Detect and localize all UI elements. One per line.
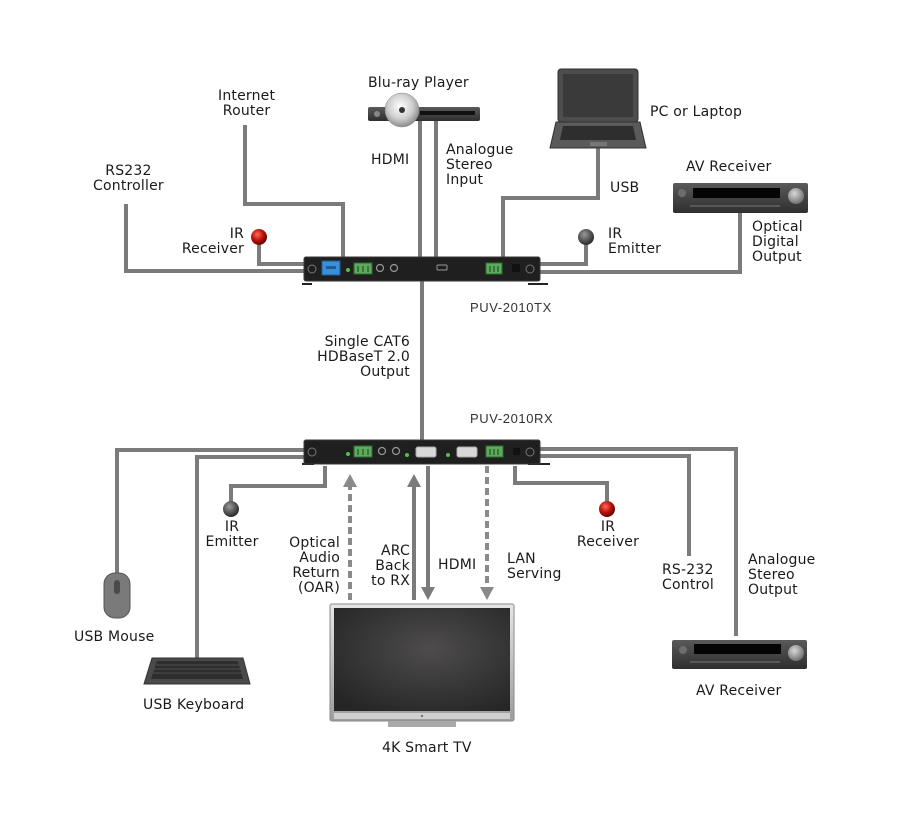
- rs232-controller-label: RS232 Controller: [93, 163, 164, 194]
- rs232-control-label: RS-232 Control: [662, 562, 715, 593]
- rx-ir-receiver-label: IR Receiver: [576, 519, 640, 550]
- tx-ir-receiver-icon: [251, 229, 267, 245]
- cable-internet-router: [243, 125, 345, 262]
- arrowhead-lan: [480, 587, 494, 600]
- rx-ir-receiver-icon: [599, 501, 615, 517]
- pc-laptop-label: PC or Laptop: [650, 104, 743, 120]
- arrowhead-arc: [407, 474, 421, 487]
- arrowhead-oar: [343, 474, 357, 487]
- arrowhead-hdmi: [421, 587, 435, 600]
- rx-av-receiver-icon: [672, 640, 807, 669]
- rx-ir-port[interactable]: [513, 448, 520, 455]
- bluray-player-icon: [368, 92, 480, 128]
- smart-tv-icon: [329, 603, 515, 727]
- transmitter-device[interactable]: [302, 256, 548, 285]
- cable-usb-pc: [501, 148, 600, 258]
- cable-optical-digital-output: [540, 213, 742, 274]
- rx-usb-port-2[interactable]: [456, 446, 478, 458]
- cable-rs232-control: [540, 454, 691, 556]
- tx-av-receiver-icon: [673, 183, 808, 213]
- usb-keyboard-label: USB Keyboard: [143, 697, 245, 713]
- laptop-icon: [549, 68, 647, 149]
- usb-mouse-label: USB Mouse: [74, 629, 155, 645]
- rx-status-led-3: [446, 453, 450, 457]
- cable-rs232-controller: [124, 204, 310, 273]
- rx-av-receiver-label: AV Receiver: [696, 683, 782, 699]
- receiver-device[interactable]: [302, 439, 550, 465]
- rx-audio-jack-1[interactable]: [377, 446, 387, 456]
- tx-ir-emitter-icon: [578, 229, 594, 245]
- cable-ir-receiver-rx: [513, 466, 609, 501]
- analogue-stereo-input-label: Analogue Stereo Input: [446, 142, 514, 188]
- smart-tv-label: 4K Smart TV: [382, 740, 472, 756]
- usb-keyboard-icon: [143, 657, 251, 685]
- tx-usb-label: USB: [610, 180, 640, 196]
- tx-model-label: PUV-2010TX: [470, 300, 552, 315]
- rx-usb-port-1[interactable]: [415, 446, 437, 458]
- tx-av-receiver-label: AV Receiver: [686, 159, 772, 175]
- tx-ir-receiver-label: IR Receiver: [181, 226, 244, 257]
- rx-model-label: PUV-2010RX: [470, 411, 554, 426]
- rx-hdmi-label: HDMI: [438, 557, 477, 573]
- tx-hdmi-port[interactable]: [436, 264, 448, 271]
- optical-digital-output-label: Optical Digital Output: [752, 219, 803, 265]
- oar-label: Optical Audio Return (OAR): [289, 535, 340, 596]
- cable-analogue-stereo-output: [540, 447, 738, 636]
- tx-audio-jack-2[interactable]: [389, 263, 399, 273]
- analogue-stereo-output-label: Analogue Stereo Output: [748, 552, 816, 598]
- rx-ir-emitter-label: IR Emitter: [205, 519, 259, 550]
- internet-router-label: Internet Router: [218, 88, 276, 119]
- rx-audio-jack-2[interactable]: [391, 446, 401, 456]
- rx-status-led-1: [346, 452, 350, 456]
- cable-ir-emitter-rx: [229, 466, 327, 502]
- tx-audio-jack-1[interactable]: [375, 263, 385, 273]
- cable-usb-keyboard: [195, 455, 310, 658]
- rx-status-led-2: [405, 453, 409, 457]
- tx-hdmi-label: HDMI: [371, 152, 410, 168]
- tx-ir-port[interactable]: [512, 264, 520, 272]
- cable-ir-receiver-tx: [257, 245, 310, 266]
- cable-usb-mouse: [115, 448, 310, 577]
- signal-arrows: [343, 466, 494, 600]
- tx-status-led: [346, 268, 350, 272]
- tx-ir-emitter-label: IR Emitter: [608, 226, 662, 257]
- arc-label: ARC Back to RX: [371, 543, 410, 589]
- rx-ir-emitter-icon: [223, 501, 239, 517]
- cable-ir-emitter-tx: [540, 245, 588, 266]
- lan-serving-label: LAN Serving: [507, 551, 562, 582]
- usb-mouse-icon: [103, 572, 131, 619]
- hdbaset-link-label: Single CAT6 HDBaseT 2.0 Output: [317, 334, 410, 380]
- bluray-player-label: Blu-ray Player: [368, 75, 469, 91]
